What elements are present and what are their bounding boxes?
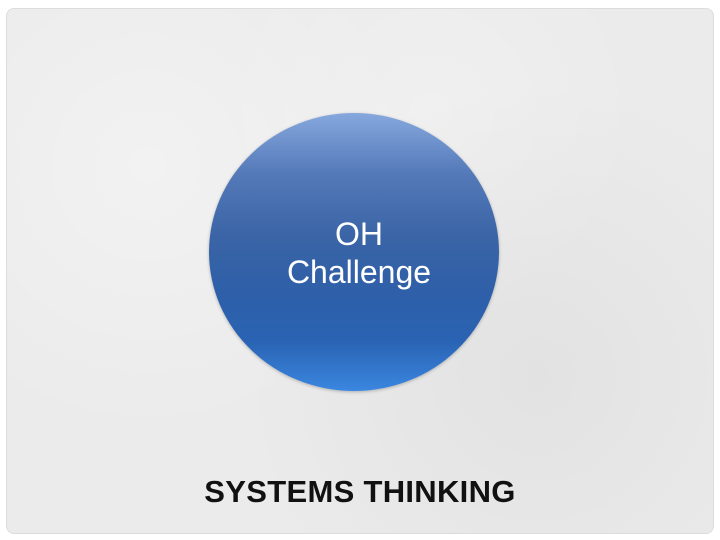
slide-title: SYSTEMS THINKING: [204, 474, 516, 509]
challenge-circle-node: OH Challenge: [209, 113, 499, 391]
circle-node-label: OH Challenge: [286, 216, 432, 290]
